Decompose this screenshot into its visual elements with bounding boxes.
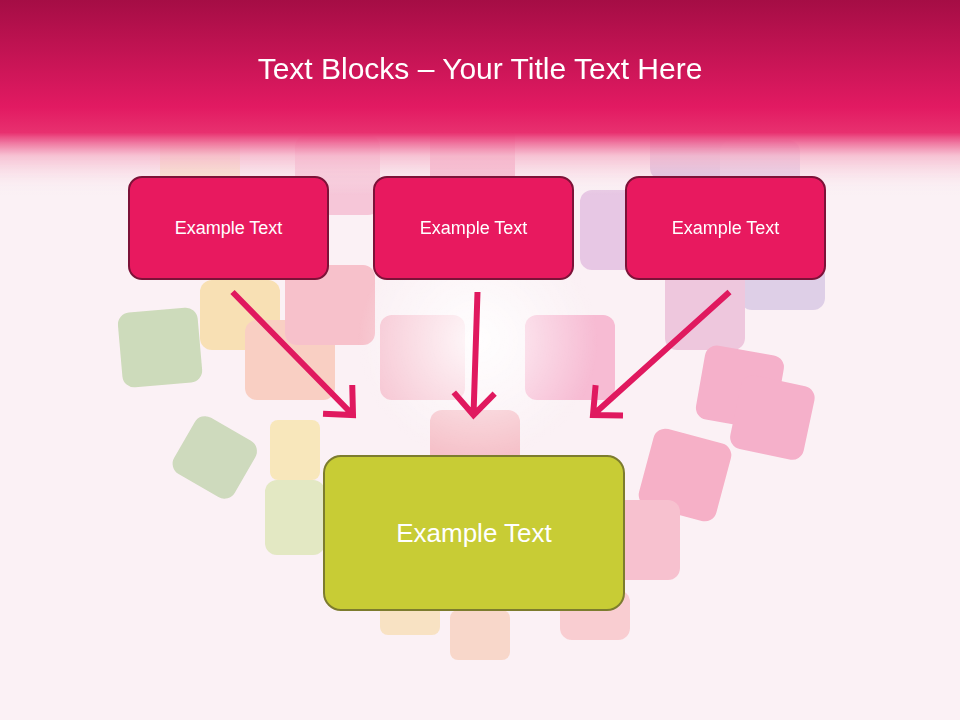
text-box: Example Text	[323, 455, 625, 611]
text-box: Example Text	[625, 176, 826, 280]
text-box: Example Text	[128, 176, 329, 280]
slide-title: Text Blocks – Your Title Text Here	[0, 52, 960, 86]
box-label: Example Text	[672, 218, 780, 239]
arrow-connector	[593, 292, 730, 415]
box-label: Example Text	[396, 518, 552, 549]
arrow-connector	[454, 292, 495, 415]
text-box: Example Text	[373, 176, 574, 280]
box-label: Example Text	[175, 218, 283, 239]
arrow-connector	[233, 292, 354, 415]
box-label: Example Text	[420, 218, 528, 239]
